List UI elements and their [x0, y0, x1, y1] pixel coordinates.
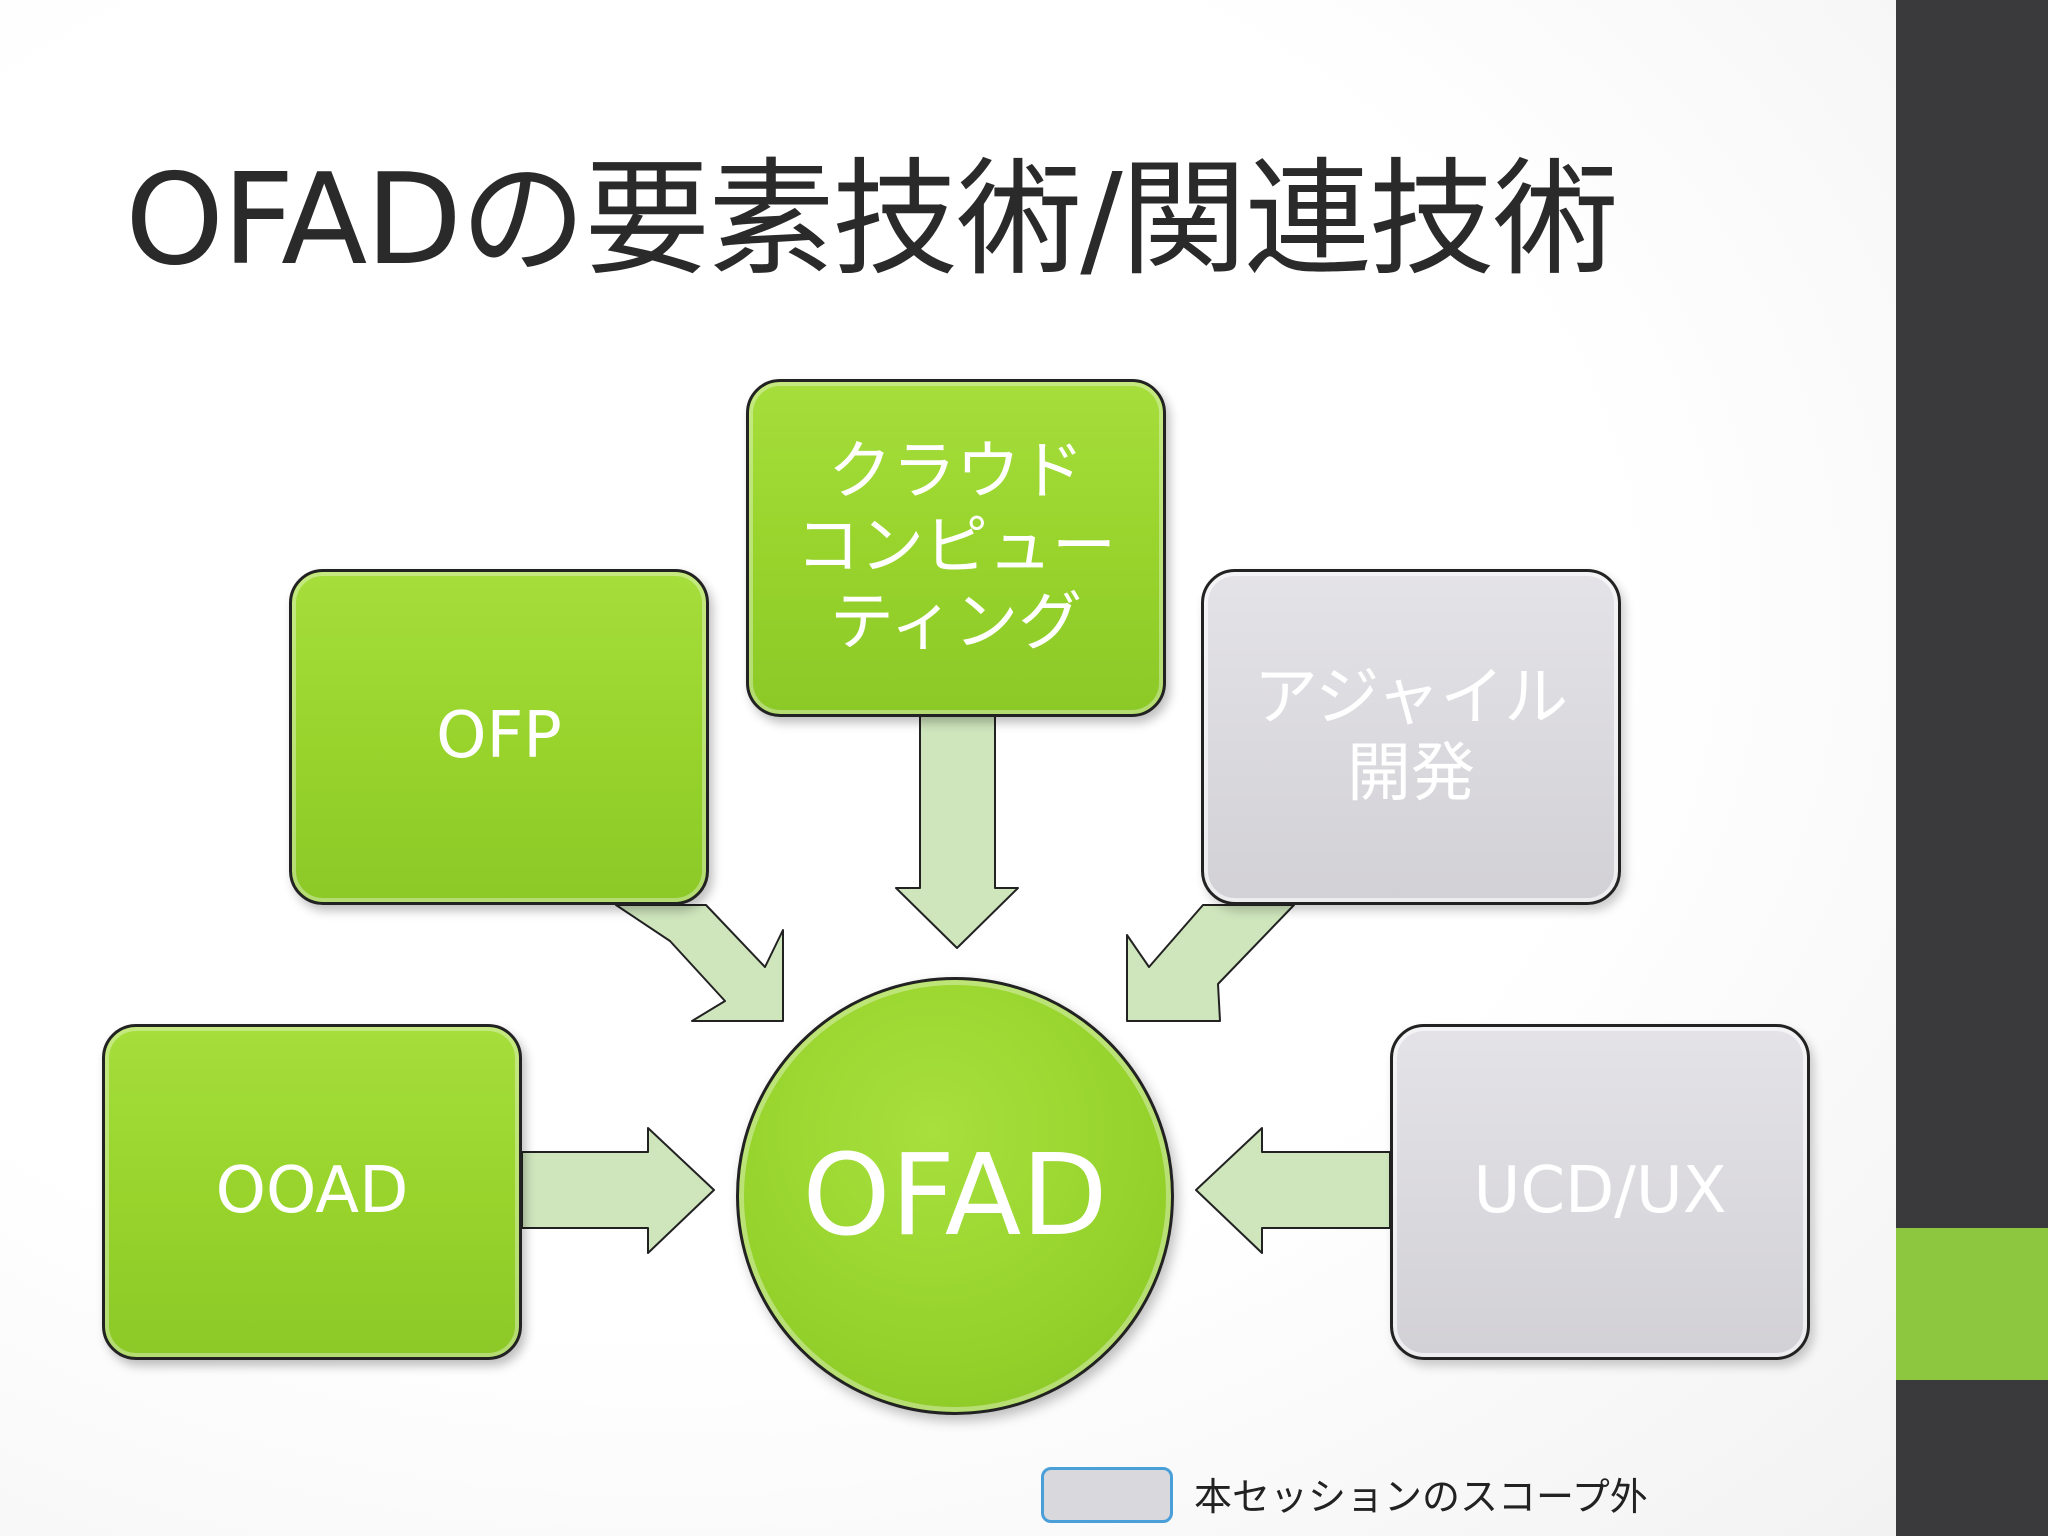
arrow-cloud-to-ofad	[895, 715, 1019, 949]
arrow-ofp-to-ofad	[615, 904, 784, 1022]
node-agile-line-2: 開発	[1347, 737, 1475, 811]
arrow-layer	[521, 715, 1391, 1254]
node-ofad-center: OFAD	[736, 977, 1174, 1415]
node-ucdux: UCD/UX	[1390, 1024, 1810, 1360]
legend-swatch-out-of-scope	[1041, 1467, 1173, 1523]
node-cloud-line-2: コンピュー	[796, 510, 1116, 585]
arrow-ooad-to-ofad	[521, 1127, 715, 1254]
side-accent	[1896, 1228, 2048, 1380]
center-label: OFAD	[802, 1131, 1108, 1261]
slide: OFADの要素技術/関連技術 クラウド コンピュー ティング OFP アジャイル…	[0, 0, 1896, 1536]
node-ucdux-label: UCD/UX	[1473, 1154, 1727, 1229]
legend-label: 本セッションのスコープ外	[1194, 1475, 1648, 1519]
node-agile: アジャイル 開発	[1201, 569, 1621, 905]
node-cloud-computing: クラウド コンピュー ティング	[746, 379, 1166, 717]
node-agile-line-1: アジャイル	[1253, 661, 1569, 736]
page-title: OFADの要素技術/関連技術	[125, 146, 1619, 293]
node-ooad: OOAD	[102, 1024, 522, 1360]
node-ofp-label: OFP	[436, 699, 562, 774]
node-cloud-line-1: クラウド	[828, 434, 1084, 509]
node-ooad-label: OOAD	[215, 1154, 409, 1229]
node-ofp: OFP	[289, 569, 709, 905]
arrow-ucdux-to-ofad	[1195, 1127, 1391, 1254]
arrow-agile-to-ofad	[1126, 904, 1295, 1022]
node-cloud-line-3: ティング	[829, 585, 1083, 660]
